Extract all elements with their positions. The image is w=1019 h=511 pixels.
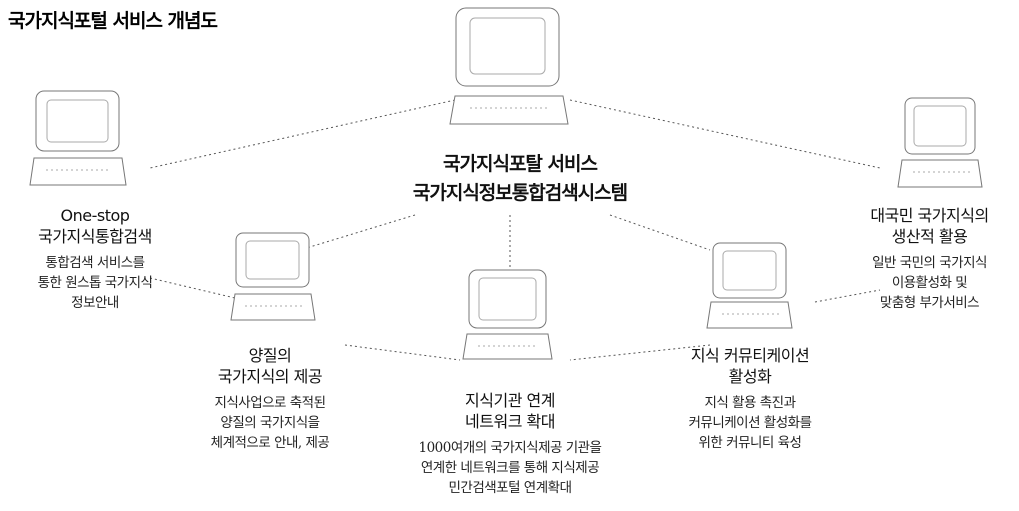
computer-icon-quality xyxy=(230,232,316,321)
node-description: 통합검색 서비스를 통한 원스톱 국가지식 정보안내 xyxy=(37,255,153,311)
connector-center-community xyxy=(609,214,711,251)
diagram-title: 국가지식포털 서비스 개념도 xyxy=(8,10,218,32)
connector-top-left xyxy=(149,99,456,169)
node-institution-network: 지식기관 연계 네트워크 확대 1000여개의 국가지식제공 기관을 연계한 네… xyxy=(385,390,635,498)
node-heading: 지식기관 연계 네트워크 확대 xyxy=(465,391,555,431)
center-service-label: 국가지식포탈 서비스 국가지식정보통합검색시스템 xyxy=(370,150,670,208)
node-description: 지식 활용 촉진과 커뮤니케이션 활성화를 위한 커뮤니티 육성 xyxy=(688,395,813,451)
node-heading: 지식 커뮤티케이션 활성화 xyxy=(690,346,810,386)
center-line-2: 국가지식정보통합검색시스템 xyxy=(412,182,628,204)
connector-community-right xyxy=(814,289,881,303)
computer-icon-right xyxy=(897,97,983,188)
node-one-stop-search: One-stop 국가지식통합검색 통합검색 서비스를 통한 원스톱 국가지식 … xyxy=(0,205,190,313)
node-heading: One-stop 국가지식통합검색 xyxy=(38,206,152,246)
connector-community-network xyxy=(569,344,711,361)
center-line-1: 국가지식포탈 서비스 xyxy=(443,153,598,175)
connector-center-quality xyxy=(299,214,416,251)
node-description: 1000여개의 국가지식제공 기관을 연계한 네트워크를 통해 지식제공 민간검… xyxy=(418,440,602,496)
computer-icon-left xyxy=(29,90,127,186)
computer-icon-community xyxy=(706,242,793,329)
node-productive-use: 대국민 국가지식의 생산적 활용 일반 국민의 국가지식 이용활성화 및 맞춤형… xyxy=(840,205,1019,313)
computer-icon-top xyxy=(449,7,569,125)
node-heading: 대국민 국가지식의 생산적 활용 xyxy=(870,206,989,246)
node-knowledge-community: 지식 커뮤티케이션 활성화 지식 활용 촉진과 커뮤니케이션 활성화를 위한 커… xyxy=(650,345,850,453)
node-quality-knowledge: 양질의 국가지식의 제공 지식사업으로 축적된 양질의 국가지식을 체계적으로 … xyxy=(175,345,365,453)
node-description: 일반 국민의 국가지식 이용활성화 및 맞춤형 부가서비스 xyxy=(872,255,987,311)
connector-quality-network xyxy=(344,344,461,361)
computer-icon-network xyxy=(462,269,553,360)
node-description: 지식사업으로 축적된 양질의 국가지식을 체계적으로 안내, 제공 xyxy=(210,395,330,451)
node-heading: 양질의 국가지식의 제공 xyxy=(217,346,323,386)
